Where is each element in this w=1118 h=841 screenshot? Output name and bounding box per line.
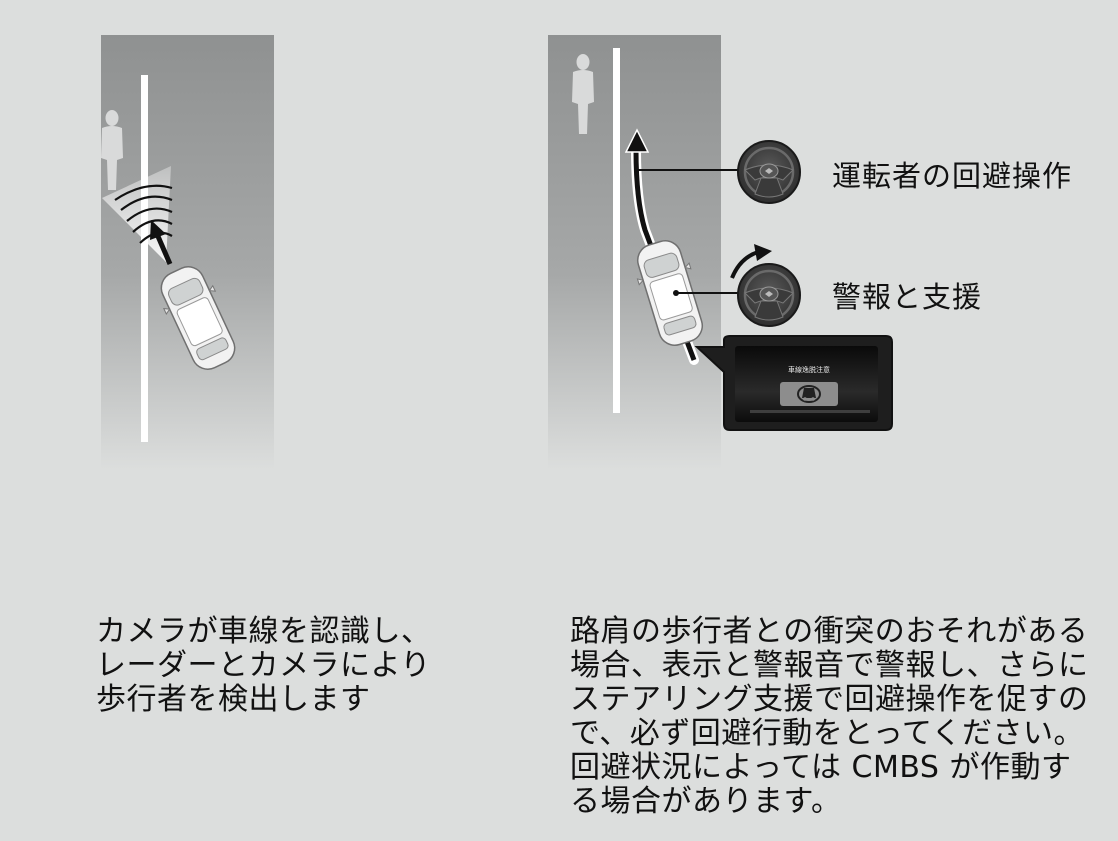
scene-illustration: 車線逸脱注意 bbox=[101, 35, 893, 470]
caption-right-line: ステアリング支援で回避操作を促すの bbox=[570, 682, 1089, 717]
caption-right-line: る場合があります。 bbox=[570, 784, 842, 819]
caption-right-line: で、必ず回避行動をとってください。 bbox=[570, 716, 1084, 751]
caption-right-line: 路肩の歩行者との衝突のおそれがある bbox=[570, 614, 1089, 649]
callout-warning-label: 警報と支援 bbox=[832, 280, 983, 314]
callout-avoid-label: 運転者の回避操作 bbox=[832, 159, 1073, 193]
rotation-arrow-icon bbox=[730, 244, 772, 279]
caption-left-line: レーダーとカメラにより bbox=[96, 648, 431, 683]
right-road bbox=[548, 35, 721, 470]
left-road-panel bbox=[101, 35, 274, 470]
radar-waves-icon bbox=[114, 184, 173, 244]
steering-wheel-icon bbox=[736, 139, 802, 205]
direction-arrow-icon bbox=[150, 220, 173, 265]
steering-wheel-icon bbox=[736, 262, 802, 328]
caption-right: 路肩の歩行者との衝突のおそれがある 場合、表示と警報音で警報し、さらに ステアリ… bbox=[570, 615, 1089, 819]
caption-right-line: 回避状況によっては CMBS が作動す bbox=[570, 750, 1072, 785]
screen-message: 車線逸脱注意 bbox=[788, 365, 830, 374]
caption-left-line: カメラが車線を認識し、 bbox=[96, 614, 432, 649]
caption-right-line: 場合、表示と警報音で警報し、さらに bbox=[570, 648, 1089, 683]
caption-left: カメラが車線を認識し、 レーダーとカメラにより 歩行者を検出します bbox=[96, 615, 432, 717]
warning-car-icon bbox=[797, 385, 821, 403]
display-screen: 車線逸脱注意 bbox=[694, 335, 893, 431]
right-road-panel: 車線逸脱注意 bbox=[548, 35, 893, 470]
caption-left-line: 歩行者を検出します bbox=[96, 682, 371, 717]
right-lane-line bbox=[613, 48, 620, 413]
left-lane-line bbox=[141, 75, 148, 442]
left-road bbox=[101, 35, 274, 470]
